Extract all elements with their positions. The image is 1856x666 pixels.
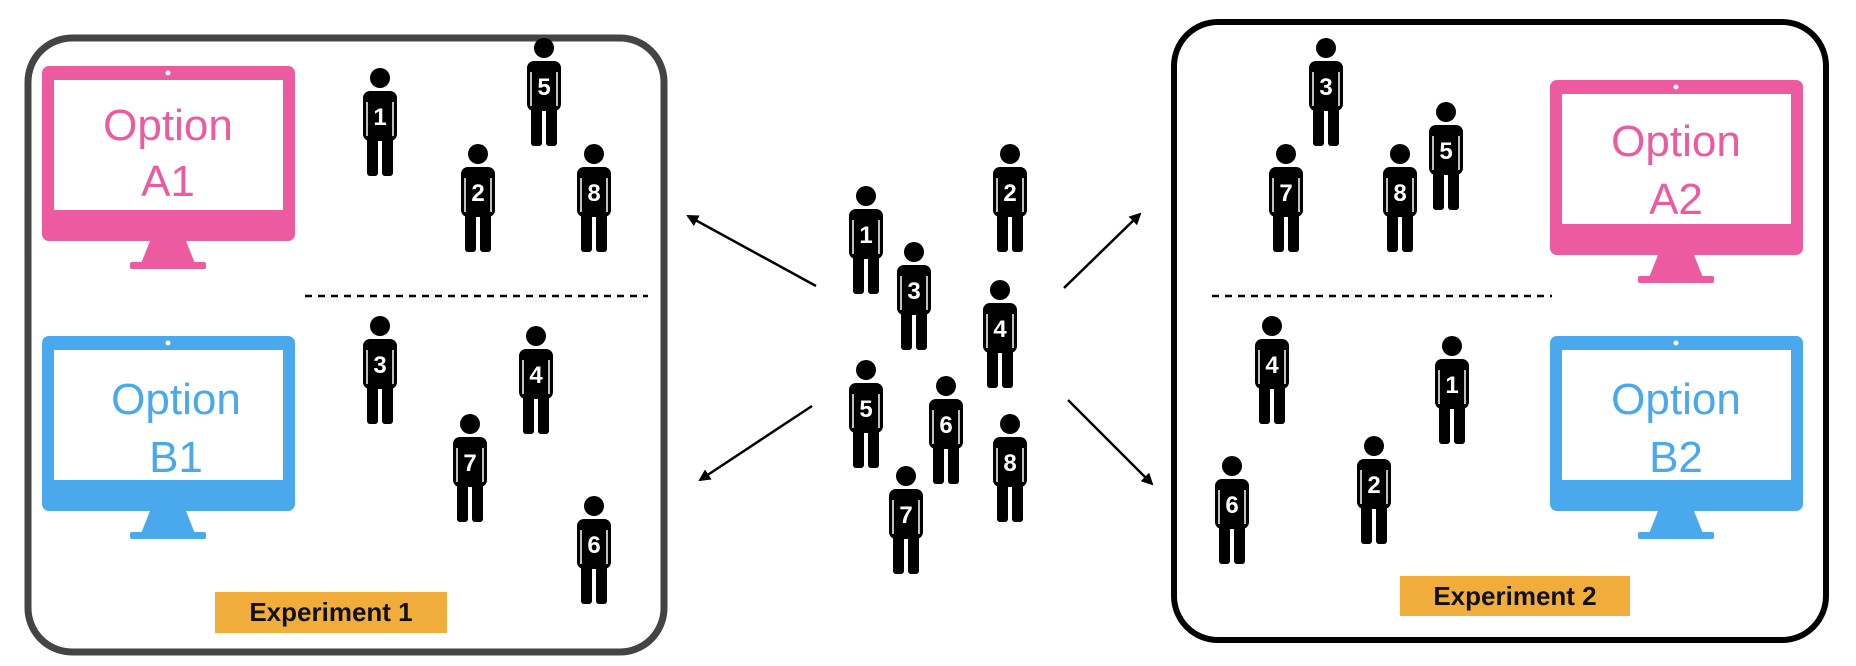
monitor-a2: Option A2 (1550, 80, 1803, 283)
person-number: 3 (907, 278, 920, 305)
person-number: 7 (463, 450, 476, 477)
monitor-icon (1550, 80, 1803, 283)
person-number: 2 (1003, 180, 1016, 207)
person-number: 7 (899, 502, 912, 529)
person-number: 8 (587, 180, 600, 207)
svg-text:Experiment 2: Experiment 2 (1433, 581, 1596, 611)
person-number: 5 (537, 74, 550, 101)
person-number: 2 (1367, 472, 1380, 499)
experiment-1-group-b: 3 4 7 6 (363, 316, 611, 604)
person-icon: 1 (849, 186, 883, 294)
person-number: 5 (1439, 138, 1452, 165)
person-icon: 8 (993, 414, 1027, 522)
option-a1-line1: Option (103, 101, 233, 150)
person-number: 5 (859, 396, 872, 423)
person-number: 1 (859, 222, 872, 249)
person-icon: 8 (577, 144, 611, 252)
arrow-icon (698, 404, 813, 482)
arrow-icon (1067, 399, 1154, 486)
person-icon: 2 (1357, 436, 1391, 544)
person-number: 3 (1319, 74, 1332, 101)
option-a2-line1: Option (1611, 117, 1741, 166)
person-icon: 6 (577, 496, 611, 604)
option-b2-line2: B2 (1649, 433, 1703, 482)
person-number: 4 (993, 316, 1007, 343)
svg-text:Experiment 1: Experiment 1 (249, 597, 412, 627)
person-icon: 5 (1429, 102, 1463, 210)
person-icon: 6 (929, 376, 963, 484)
person-icon: 5 (527, 38, 561, 146)
person-number: 3 (373, 352, 386, 379)
monitor-icon (1550, 336, 1803, 539)
person-number: 8 (1393, 180, 1406, 207)
person-number: 6 (939, 412, 952, 439)
person-number: 1 (373, 104, 386, 131)
person-icon: 2 (993, 144, 1027, 252)
arrow-icon (686, 214, 817, 288)
person-icon: 7 (1269, 144, 1303, 252)
option-b1-line1: Option (111, 375, 241, 424)
person-icon: 3 (897, 242, 931, 350)
person-icon: 4 (1255, 316, 1289, 424)
person-number: 8 (1003, 450, 1016, 477)
experiment-2-group-b: 4 1 6 2 (1215, 316, 1469, 564)
experiment-2-panel: Option A2 Option B2 Experiment 2 3 7 8 5 (1171, 19, 1829, 643)
experiment-2-label: Experiment 2 (1400, 576, 1630, 616)
option-b2-line1: Option (1611, 375, 1741, 424)
person-icon: 5 (849, 360, 883, 468)
person-icon: 6 (1215, 456, 1249, 564)
option-b1-line2: B1 (149, 433, 203, 482)
assignment-arrows (686, 212, 1154, 486)
option-a1-line2: A1 (141, 157, 195, 206)
person-number: 2 (471, 180, 484, 207)
person-number: 1 (1445, 372, 1458, 399)
person-icon: 1 (363, 68, 397, 176)
person-icon: 2 (461, 144, 495, 252)
option-a2-line2: A2 (1649, 175, 1703, 224)
monitor-icon (42, 66, 295, 269)
person-icon: 8 (1383, 144, 1417, 252)
experiment-1-panel: Option A1 Option B1 Experiment 1 1 5 2 8 (24, 34, 668, 656)
person-icon: 4 (983, 280, 1017, 388)
person-icon: 4 (519, 326, 553, 434)
person-icon: 1 (1435, 336, 1469, 444)
monitor-b2: Option B2 (1550, 336, 1803, 539)
person-number: 4 (529, 362, 543, 389)
experiment-1-group-a: 1 5 2 8 (363, 38, 611, 252)
person-number: 6 (587, 532, 600, 559)
population-group: 1 2 3 4 5 6 8 7 (849, 144, 1027, 574)
monitor-a1: Option A1 (42, 66, 295, 269)
experiment-1-label: Experiment 1 (215, 592, 447, 633)
experiment-2-group-a: 3 7 8 5 (1269, 38, 1463, 252)
person-number: 4 (1265, 352, 1279, 379)
person-icon: 7 (453, 414, 487, 522)
person-icon: 7 (889, 466, 923, 574)
person-icon: 3 (363, 316, 397, 424)
person-number: 7 (1279, 180, 1292, 207)
arrow-icon (1063, 212, 1142, 289)
monitor-icon (42, 336, 295, 539)
monitor-b1: Option B1 (42, 336, 295, 539)
person-icon: 3 (1309, 38, 1343, 146)
person-number: 6 (1225, 492, 1238, 519)
